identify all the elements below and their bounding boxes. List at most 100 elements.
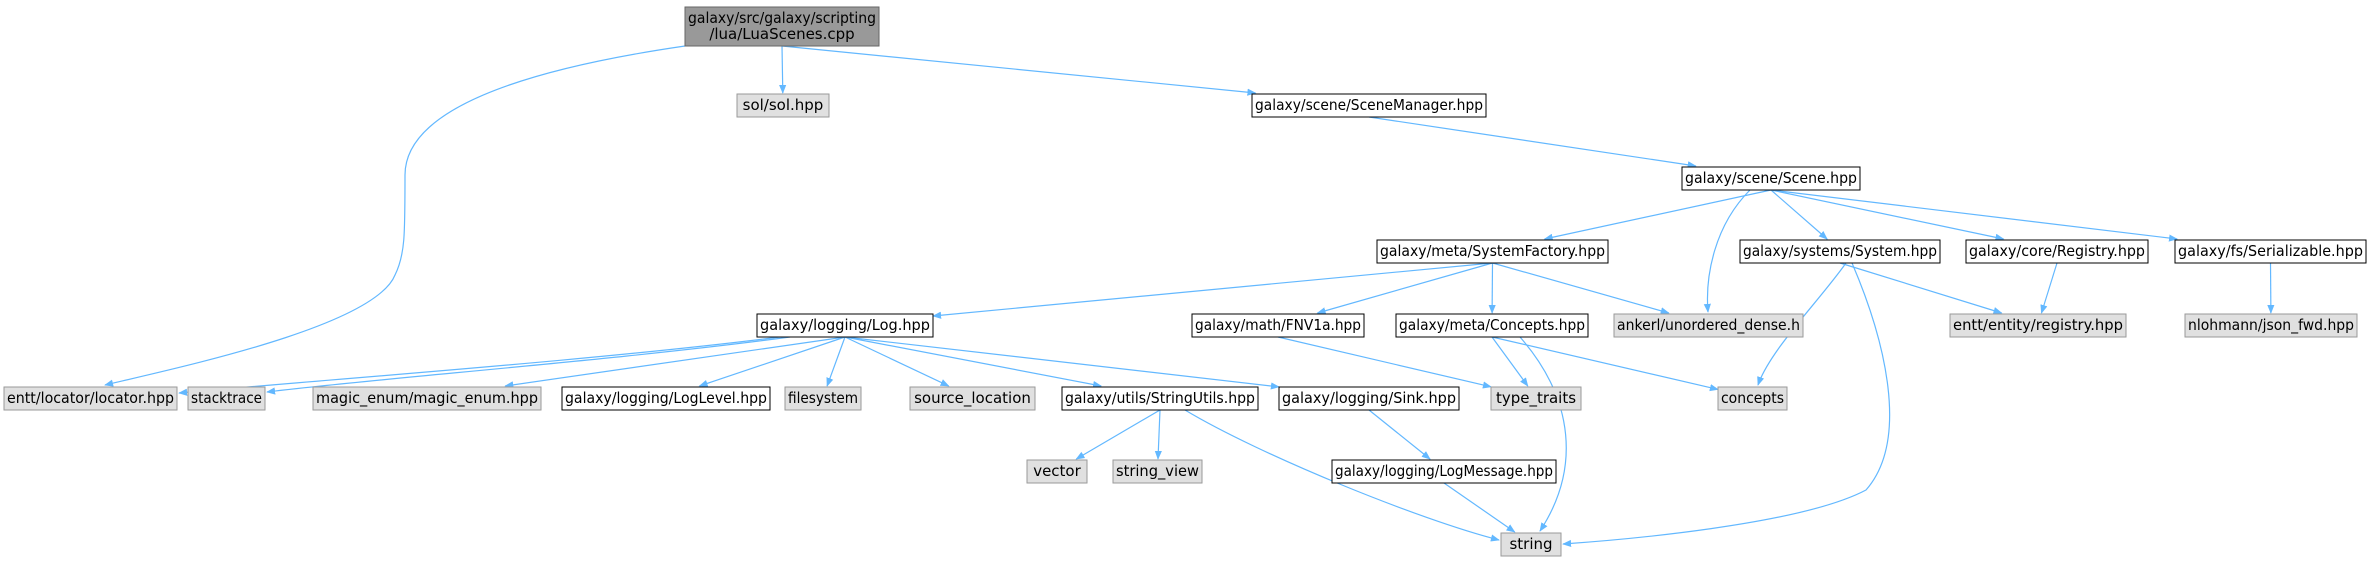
node-system[interactable]: galaxy/systems/System.hpp — [1739, 239, 1941, 264]
node-label: nlohmann/json_fwd.hpp — [2188, 316, 2354, 335]
edge-log-to-stringutils — [844, 336, 1102, 389]
edge-log-to-locator — [178, 336, 781, 396]
edge-system-to-entt_registry — [1839, 262, 2003, 315]
edge-stringutils-to-string_view — [1154, 409, 1162, 460]
node-label: filesystem — [788, 389, 858, 407]
edge-stringutils-to-vector — [1075, 409, 1161, 460]
node-logmessage[interactable]: galaxy/logging/LogMessage.hpp — [1331, 459, 1557, 484]
node-label: stacktrace — [191, 389, 262, 407]
edge-root-to-scenemanager — [781, 45, 1257, 96]
edge-stringutils-to-string — [1184, 409, 1500, 542]
edge-system-to-string — [1562, 262, 1891, 548]
node-box — [736, 93, 830, 118]
edge-root-to-sol — [779, 45, 787, 94]
node-json-fwd: nlohmann/json_fwd.hpp — [2184, 313, 2358, 338]
node-box — [1717, 386, 1788, 411]
node-box — [1278, 386, 1460, 411]
node-stacktrace: stacktrace — [187, 386, 266, 411]
node-locator: entt/locator/locator.hpp — [3, 386, 178, 411]
node-loglevel[interactable]: galaxy/logging/LogLevel.hpp — [561, 386, 771, 411]
node-scene[interactable]: galaxy/scene/Scene.hpp — [1681, 166, 1861, 191]
node-concepts-hpp[interactable]: galaxy/meta/Concepts.hpp — [1395, 313, 1589, 338]
edge-registry-to-entt_registry — [2040, 262, 2058, 314]
node-label: type_traits — [1496, 389, 1576, 408]
node-label: entt/entity/registry.hpp — [1953, 316, 2123, 334]
node-box — [684, 6, 880, 47]
node-label: galaxy/utils/StringUtils.hpp — [1065, 389, 1255, 407]
node-box — [1490, 386, 1582, 411]
node-box — [561, 386, 771, 411]
node-box — [1949, 313, 2127, 338]
node-box — [2174, 239, 2367, 264]
edge-concepts_hpp-to-string — [1519, 336, 1567, 532]
node-label: concepts — [1721, 389, 1784, 407]
node-label: source_location — [914, 389, 1031, 408]
edge-log-to-magic_enum — [504, 336, 846, 389]
node-box — [3, 386, 178, 411]
node-label: galaxy/logging/Log.hpp — [760, 316, 930, 334]
node-box — [1965, 239, 2149, 264]
node-box — [1681, 166, 1861, 191]
edge-log-to-filesystem — [826, 336, 846, 387]
edge-concepts_hpp-to-type_traits — [1491, 336, 1529, 387]
node-fnv1a[interactable]: galaxy/math/FNV1a.hpp — [1191, 313, 1365, 338]
node-systemfactory[interactable]: galaxy/meta/SystemFactory.hpp — [1376, 239, 1609, 264]
node-label: galaxy/systems/System.hpp — [1743, 242, 1937, 260]
edge-scene-to-system — [1770, 189, 1828, 240]
edge-systemfactory-to-fnv1a — [1316, 262, 1493, 315]
node-label: galaxy/meta/Concepts.hpp — [1399, 316, 1585, 334]
node-label: galaxy/src/galaxy/scripting — [688, 9, 876, 27]
node-sol: sol/sol.hpp — [736, 93, 830, 118]
edge-scene-to-systemfactory — [1543, 189, 1772, 241]
node-type-traits: type_traits — [1490, 386, 1582, 411]
node-root: galaxy/src/galaxy/scripting/lua/LuaScene… — [684, 6, 880, 47]
node-magic-enum: magic_enum/magic_enum.hpp — [312, 386, 542, 411]
node-sink[interactable]: galaxy/logging/Sink.hpp — [1278, 386, 1460, 411]
node-box — [756, 313, 934, 338]
node-label: string — [1509, 535, 1552, 553]
node-label: galaxy/logging/Sink.hpp — [1282, 389, 1456, 407]
node-string-view: string_view — [1112, 459, 1203, 484]
edge-scene-to-unordered_dense — [1703, 189, 1751, 313]
node-label: galaxy/math/FNV1a.hpp — [1195, 316, 1361, 334]
edge-systemfactory-to-log — [932, 262, 1493, 319]
node-label: galaxy/logging/LogLevel.hpp — [565, 389, 767, 407]
node-label: galaxy/logging/LogMessage.hpp — [1335, 462, 1553, 480]
node-filesystem: filesystem — [784, 386, 862, 411]
node-registry[interactable]: galaxy/core/Registry.hpp — [1965, 239, 2149, 264]
node-string: string — [1500, 532, 1562, 557]
node-box — [1331, 459, 1557, 484]
node-stringutils[interactable]: galaxy/utils/StringUtils.hpp — [1061, 386, 1259, 411]
node-label: galaxy/meta/SystemFactory.hpp — [1380, 242, 1605, 260]
node-label: sol/sol.hpp — [743, 96, 824, 114]
edge-log-to-sink — [844, 336, 1280, 390]
node-unordered-dense: ankerl/unordered_dense.h — [1613, 313, 1804, 338]
edge-concepts_hpp-to-concepts — [1491, 336, 1719, 392]
node-vector: vector — [1026, 459, 1088, 484]
node-serializable[interactable]: galaxy/fs/Serializable.hpp — [2174, 239, 2367, 264]
node-box — [1191, 313, 1365, 338]
edge-systemfactory-to-unordered_dense — [1492, 262, 1670, 315]
node-label: magic_enum/magic_enum.hpp — [316, 389, 538, 408]
node-label: galaxy/core/Registry.hpp — [1969, 242, 2145, 260]
node-box — [1500, 532, 1562, 557]
node-box — [784, 386, 862, 411]
edge-log-to-stacktrace — [266, 336, 791, 395]
node-log[interactable]: galaxy/logging/Log.hpp — [756, 313, 934, 338]
edge-scene-to-serializable — [1770, 189, 2178, 242]
node-label: /lua/LuaScenes.cpp — [709, 25, 854, 43]
node-box — [2184, 313, 2358, 338]
node-label: ankerl/unordered_dense.h — [1617, 316, 1800, 335]
node-source-location: source_location — [909, 386, 1036, 411]
node-scenemanager[interactable]: galaxy/scene/SceneManager.hpp — [1251, 93, 1487, 118]
node-entt-registry: entt/entity/registry.hpp — [1949, 313, 2127, 338]
node-box — [1395, 313, 1589, 338]
node-box — [1613, 313, 1804, 338]
node-box — [1112, 459, 1203, 484]
edge-log-to-source_location — [844, 336, 950, 387]
node-label: string_view — [1116, 462, 1199, 481]
edge-scenemanager-to-scene — [1368, 116, 1697, 169]
node-box — [909, 386, 1036, 411]
node-box — [187, 386, 266, 411]
